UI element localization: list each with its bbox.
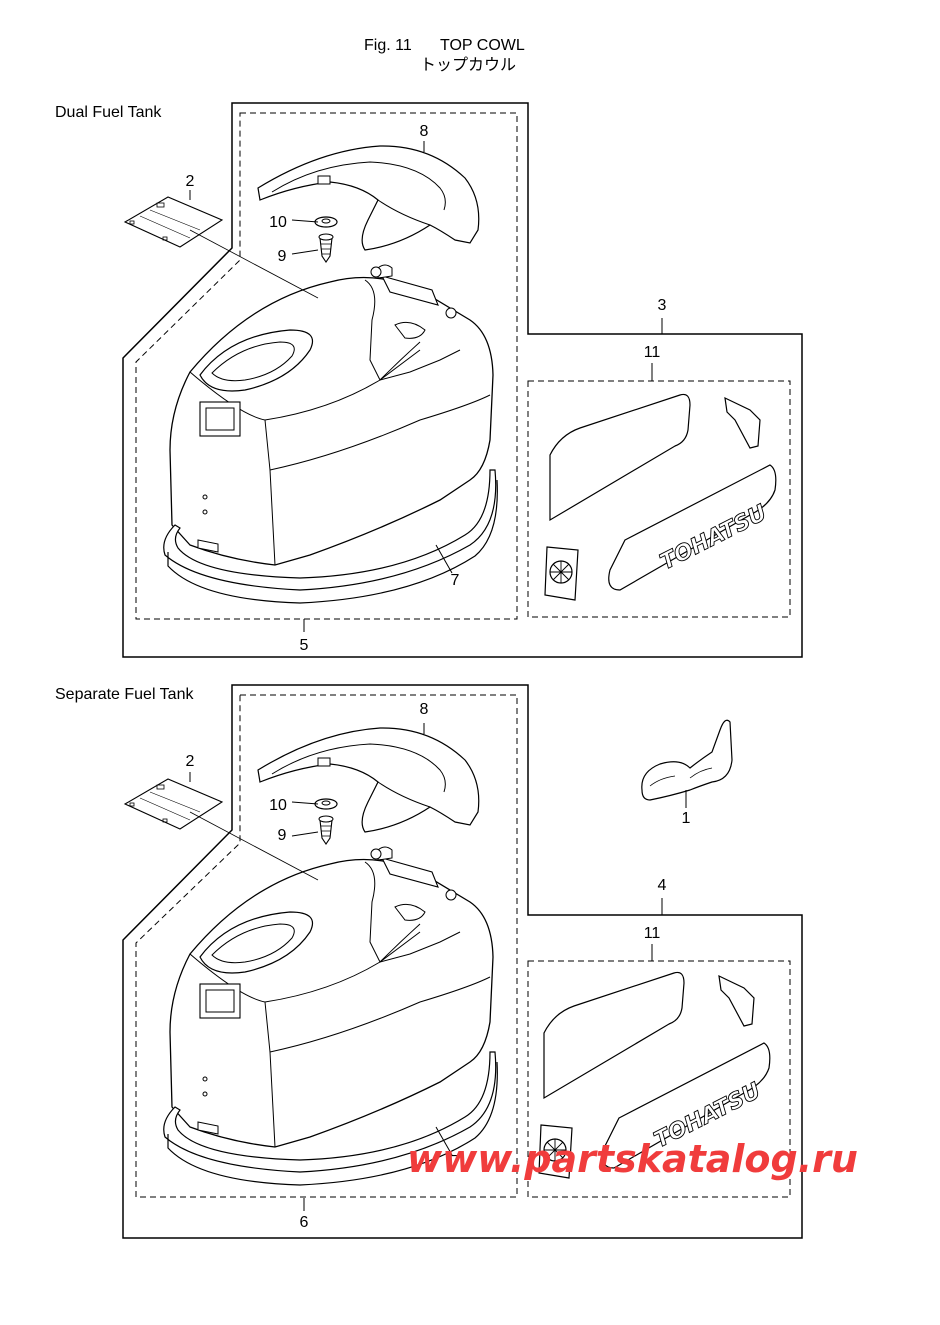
callout-10: 10 (269, 797, 287, 814)
callout-3: 3 (658, 297, 667, 314)
watermark: www.partskatalog.ru (407, 1137, 858, 1181)
assembly-outline-6 (135, 694, 518, 1198)
section-title-dual-fuel-tank: Dual Fuel Tank (55, 104, 162, 121)
callout-8: 8 (420, 123, 429, 140)
section-separate-fuel-tank: 8 2 10 9 1 4 11 7 6 (122, 684, 803, 1239)
callout-7: 7 (451, 1153, 460, 1170)
callout-7: 7 (451, 572, 460, 589)
assembly-outline-4 (122, 684, 803, 1239)
callout-11: 11 (644, 344, 661, 361)
figure-title-japanese: トップカウル (420, 57, 517, 74)
section-dual-fuel-tank: 8 2 10 9 3 11 7 5 (122, 102, 803, 658)
assembly-outline-3 (122, 102, 803, 658)
callout-6: 6 (300, 1214, 309, 1231)
callout-1: 1 (682, 810, 691, 827)
figure-title: TOP COWL (440, 37, 525, 54)
callout-9: 9 (278, 248, 287, 265)
callout-4: 4 (658, 877, 667, 894)
callout-2: 2 (186, 173, 195, 190)
callout-9: 9 (278, 827, 287, 844)
section-title-separate-fuel-tank: Separate Fuel Tank (55, 686, 194, 703)
callout-5: 5 (300, 637, 309, 654)
figure-number: Fig. 11 (364, 37, 412, 54)
assembly-outline-5 (135, 112, 518, 620)
callout-2: 2 (186, 753, 195, 770)
decal-set-illustration (544, 393, 777, 601)
callout-8: 8 (420, 701, 429, 718)
part-1-decal (641, 719, 733, 801)
top-cowl-illustration (124, 140, 498, 604)
decal-set-outline-11 (527, 380, 791, 618)
decal-set-outline-11 (527, 960, 791, 1198)
callout-11: 11 (644, 925, 661, 942)
callout-10: 10 (269, 214, 287, 231)
top-cowl-illustration (124, 722, 498, 1186)
